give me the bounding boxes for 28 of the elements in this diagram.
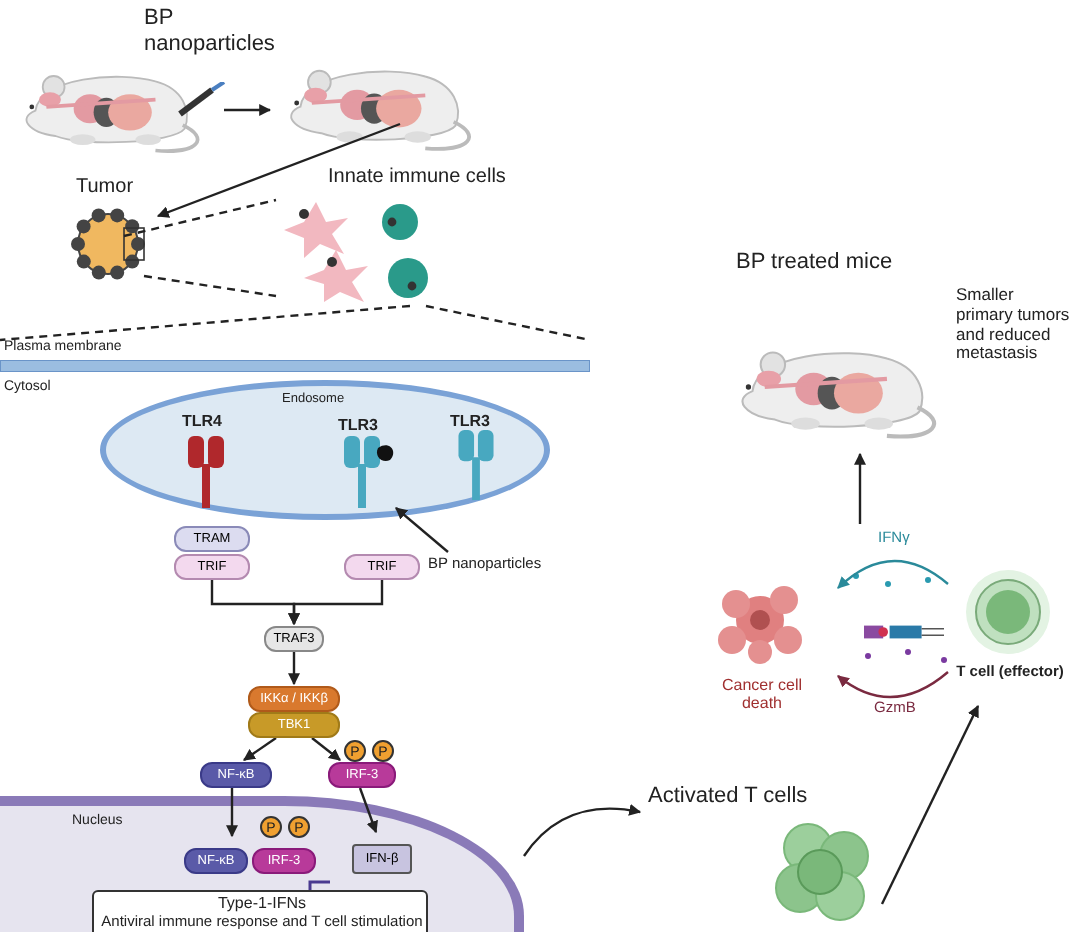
label-text: Cancer cell death [719, 676, 804, 713]
arrow [224, 104, 272, 116]
label-text: Type-1-IFNs [215, 894, 308, 913]
label-text: TLR4 [182, 412, 224, 431]
arrow [243, 737, 277, 761]
zoom-line [122, 198, 278, 298]
nucleus-region [0, 796, 524, 932]
outcome-box [92, 890, 428, 932]
arrow [880, 704, 980, 905]
arrow [837, 671, 949, 699]
arrow [156, 122, 401, 218]
arrow [288, 580, 384, 626]
arrow [226, 788, 238, 838]
arrow [837, 559, 949, 589]
label-text: Tumor [76, 176, 136, 199]
arrow [523, 804, 642, 857]
arrow [288, 652, 300, 686]
label-text: Activated T cells [648, 784, 810, 810]
label-text: Innate immune cells [328, 166, 508, 189]
label-text: TLR3 [338, 416, 380, 435]
note-text: Smaller primary tumors and reduced metastasis [956, 286, 1070, 365]
label-text: BP nanoparticles [144, 6, 277, 57]
arrow [395, 507, 449, 553]
label-text: TLR3 [450, 412, 492, 431]
arrow [311, 737, 341, 761]
arrow [358, 787, 378, 834]
arrow [854, 452, 866, 524]
label-text: BP treated mice [736, 250, 895, 276]
